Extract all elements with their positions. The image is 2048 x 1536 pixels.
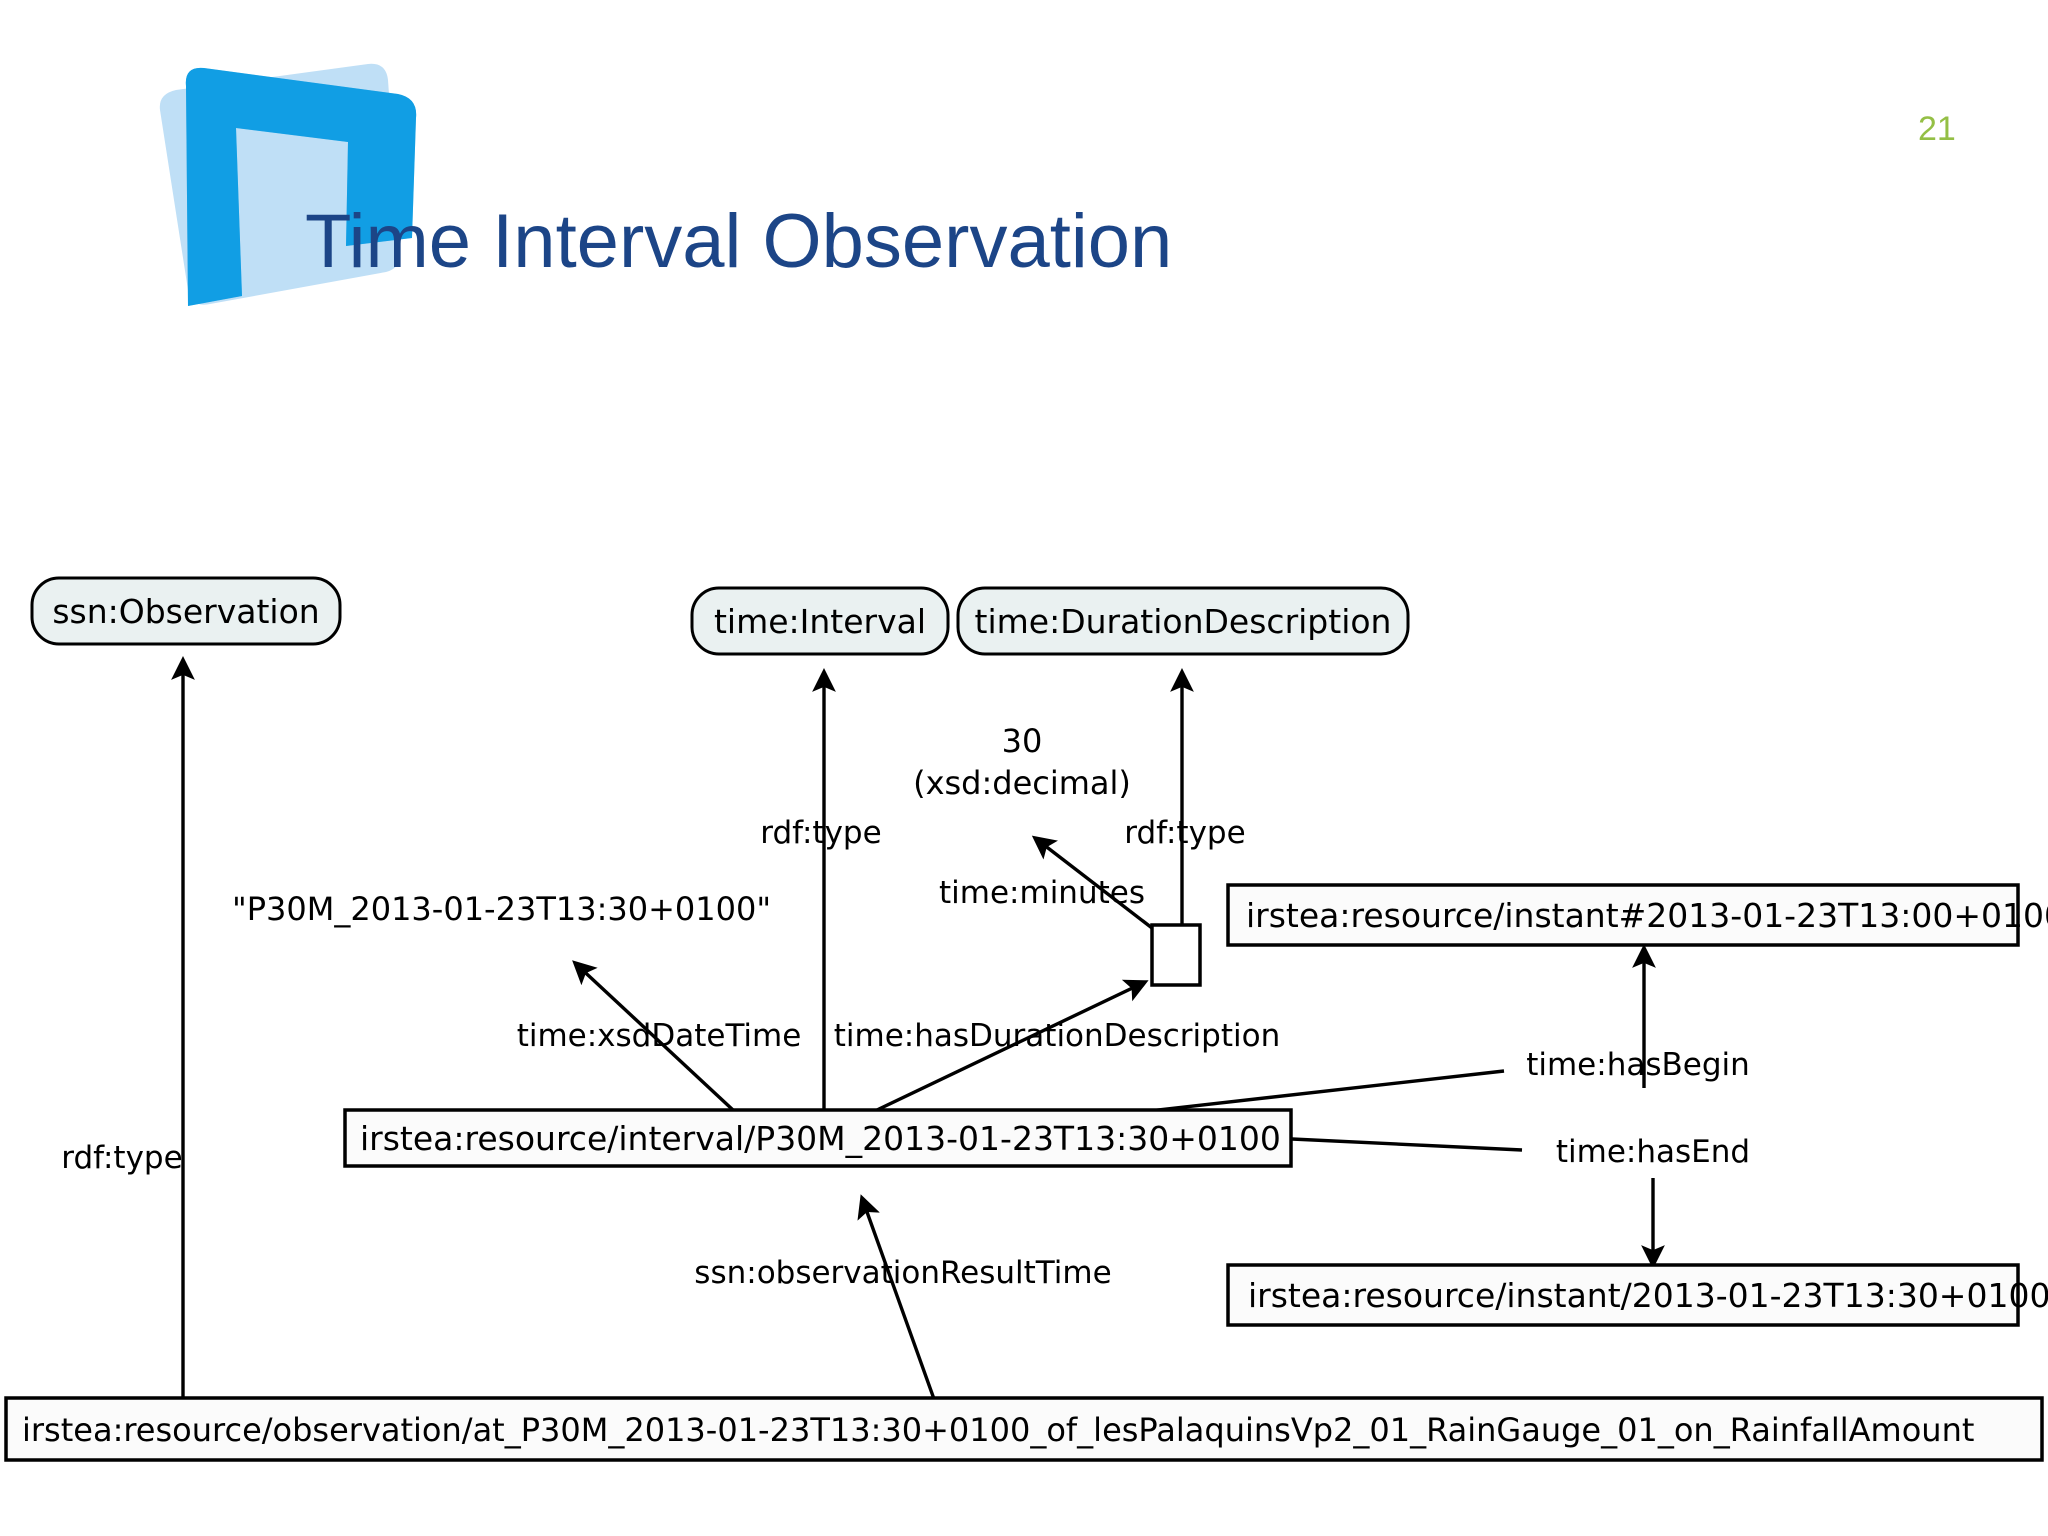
edge-label-time-hasdurationdescription: time:hasDurationDescription [834, 1018, 1280, 1054]
edge-label-time-minutes: time:minutes [939, 875, 1145, 911]
node-instant-end[interactable]: irstea:resource/instant/2013-01-23T13:30… [1226, 1263, 2048, 1327]
node-time-interval[interactable]: time:Interval [690, 586, 950, 656]
edge-time-hasbegin: time:hasBegin [1139, 944, 1750, 1114]
edge-time-hasdurationdescription: time:hasDurationDescription [834, 979, 1280, 1112]
node-instant-begin[interactable]: irstea:resource/instant#2013-01-23T13:00… [1226, 883, 2048, 947]
edge-label-rdf-type-durationdescription: rdf:type [1124, 815, 1245, 851]
edge-ssn-observationresulttime: ssn:observationResultTime [694, 1194, 1112, 1400]
edge-time-xsddatetime: time:xsdDateTime [517, 960, 802, 1112]
edge-time-minutes: time:minutes [939, 835, 1154, 930]
edge-label-time-hasbegin: time:hasBegin [1526, 1047, 1750, 1083]
node-ssn-observation-label: ssn:Observation [52, 592, 319, 631]
node-interval-label: irstea:resource/interval/P30M_2013-01-23… [360, 1119, 1281, 1158]
edge-time-hasend: time:hasEnd [1291, 1134, 1750, 1269]
node-observation[interactable]: irstea:resource/observation/at_P30M_2013… [4, 1396, 2044, 1462]
node-instant-end-label: irstea:resource/instant/2013-01-23T13:30… [1248, 1276, 2048, 1315]
literal-decimal-30-datatype: (xsd:decimal) [913, 764, 1131, 802]
edge-rdf-type-observation: rdf:type [61, 656, 195, 1405]
node-time-interval-label: time:Interval [714, 602, 926, 641]
node-interval[interactable]: irstea:resource/interval/P30M_2013-01-23… [343, 1108, 1293, 1168]
edge-label-rdf-type-interval: rdf:type [760, 815, 881, 851]
node-instant-begin-label: irstea:resource/instant#2013-01-23T13:00… [1246, 896, 2048, 935]
node-ssn-observation[interactable]: ssn:Observation [30, 576, 342, 646]
page-number: 21 [1918, 110, 1956, 148]
literal-decimal-30-value: 30 [1002, 722, 1043, 760]
literal-xsd-datetime: "P30M_2013-01-23T13:30+0100" [232, 890, 771, 928]
page-title: Time Interval Observation [305, 199, 1173, 284]
node-time-durationdescription[interactable]: time:DurationDescription [956, 586, 1410, 656]
edge-label-time-hasend: time:hasEnd [1556, 1134, 1750, 1170]
edge-label-time-xsddatetime: time:xsdDateTime [517, 1018, 802, 1054]
edge-rdf-type-interval: rdf:type [760, 668, 882, 1112]
edge-label-ssn-observationresulttime: ssn:observationResultTime [694, 1255, 1111, 1291]
edge-label-rdf-type-observation: rdf:type [61, 1140, 182, 1176]
node-observation-label: irstea:resource/observation/at_P30M_2013… [22, 1411, 1974, 1449]
edge-rdf-type-durationdescription: rdf:type [1124, 668, 1246, 927]
literal-decimal-30: 30 (xsd:decimal) [913, 722, 1131, 802]
duration-blank-node[interactable] [1150, 923, 1202, 987]
literal-xsd-datetime-text: "P30M_2013-01-23T13:30+0100" [232, 890, 771, 928]
node-time-durationdescription-label: time:DurationDescription [975, 602, 1392, 641]
